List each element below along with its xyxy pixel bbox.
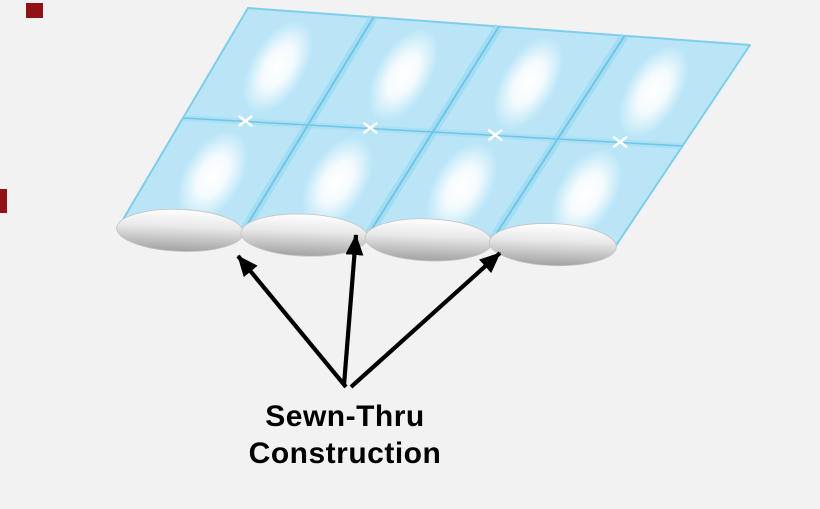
- artifact-red-square-top: [26, 3, 43, 18]
- stitch-x-marks: [238, 115, 628, 148]
- stitch-x-mark: [487, 129, 503, 141]
- tube-highlights-front-row: [177, 130, 623, 239]
- stitch-x-mark: [362, 122, 378, 134]
- caption-line1: Sewn-Thru: [265, 400, 425, 433]
- caption: Sewn-Thru Construction: [145, 398, 545, 472]
- stitch-x-mark: [612, 136, 628, 148]
- artifact-red-square-left: [0, 189, 7, 213]
- tube-highlight: [242, 20, 314, 114]
- tube-end-ellipse: [489, 223, 617, 267]
- pointer-arrow-right: [349, 251, 502, 389]
- caption-line2: Construction: [248, 437, 442, 470]
- tube-highlight: [618, 44, 690, 139]
- pointer-arrow-left: [236, 254, 348, 389]
- pointer-arrow-middle: [341, 234, 364, 386]
- tube-end-ellipses: [116, 208, 617, 267]
- tube-highlight: [301, 136, 374, 228]
- tube-seam-lines: [182, 16, 683, 243]
- tube-highlight: [493, 36, 564, 130]
- tube-highlight: [426, 142, 498, 234]
- pointer-arrows: [236, 234, 502, 389]
- tube-highlights-back-row: [242, 20, 690, 139]
- tube-highlight: [550, 148, 623, 239]
- mid-seam-line: [182, 117, 683, 147]
- stitch-x-mark: [238, 115, 253, 127]
- tube-highlight: [177, 130, 249, 222]
- tube-highlight: [367, 28, 439, 122]
